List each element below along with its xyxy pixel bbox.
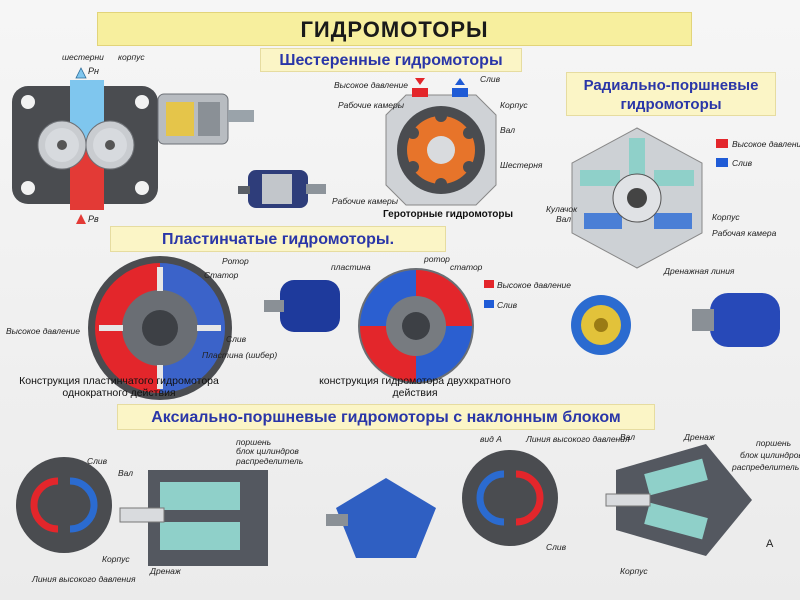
axial-left-shaft-label: Вал [118, 468, 134, 478]
radial-chamber-label: Рабочая камера [712, 228, 777, 238]
axial-right-housing-label: Корпус [620, 566, 648, 576]
page-title: ГИДРОМОТОРЫ [97, 12, 692, 46]
axial-left-port-plate [16, 457, 112, 553]
gerotor-chambers-top-label: Рабочие камеры [338, 100, 405, 110]
pv-label: Pв [88, 214, 99, 224]
axial-left-section [119, 470, 268, 566]
vane-stator-label: Статор [204, 270, 239, 280]
radial-legend-high-swatch [716, 139, 728, 148]
gerotor-port-high-icon [412, 78, 428, 97]
pn-label: Pн [88, 66, 99, 76]
gerotor-gear-label: Шестерня [500, 160, 543, 170]
axial-right-piston-label: поршень [756, 438, 792, 448]
gear-label: шестерни [62, 52, 104, 62]
axial-motor-render [326, 478, 436, 558]
radial-legend-high-label: Высокое давление [732, 139, 800, 149]
radial-drain-line-label: Дренажная линия [664, 266, 735, 276]
radial-motor-render-yellow [571, 295, 631, 355]
vane-single-caption: Конструкция пластинчатого гидромотора од… [19, 375, 219, 399]
vane-drain-label: Слив [226, 334, 247, 344]
inlet-arrow-icon [75, 67, 87, 79]
vane-double-legend-high-swatch [484, 280, 494, 288]
vane-double-diagram [358, 268, 474, 384]
axial-piston-motors-heading: Аксиально-поршневые гидромоторы с наклон… [117, 404, 655, 430]
vane-double-caption: конструкция гидромотора двухкратного дей… [319, 375, 511, 399]
axial-left-drainage-label: Дренаж [150, 566, 181, 576]
axial-left-drain-label: Слив [87, 456, 108, 466]
axial-right-block-label: блок цилиндров [740, 450, 800, 460]
gerotor-port-drain-icon [452, 78, 468, 97]
vane-motors-heading: Пластинчатые гидромоторы. [110, 226, 446, 252]
axial-right-distributor-label: распределитель [732, 462, 800, 472]
axial-left-distributor-label: распределитель [236, 456, 304, 466]
vane-double-rotor-label: ротор [424, 254, 450, 264]
gerotor-high-pressure-label: Высокое давление [334, 80, 408, 90]
vane-double-stator-label: статор [450, 262, 483, 272]
radial-piston-diagram [571, 127, 703, 269]
radial-legend-drain-label: Слив [732, 158, 753, 168]
axial-right-port-plate [462, 450, 558, 546]
axial-right-drain-label: Слив [546, 542, 567, 552]
gerotor-drain-label: Слив [480, 74, 501, 84]
vane-high-pressure-label: Высокое давление [6, 326, 80, 336]
radial-housing-label: Корпус [712, 212, 740, 222]
radial-piston-motors-heading: Радиально-поршневые гидромоторы [566, 72, 776, 116]
vane-double-legend-drain-label: Слив [497, 300, 518, 310]
gerotor-shaft-label: Вал [500, 125, 516, 135]
axial-left-high-line-label: Линия высокого давления [32, 574, 136, 584]
gear-motor-cutaway-render [157, 93, 254, 145]
gear-motor-diagram [12, 80, 158, 210]
radial-motor-render-blue [692, 293, 780, 347]
gerotor-diagram [385, 94, 497, 206]
axial-left-piston-label: поршень [236, 437, 272, 447]
outlet-arrow-icon [76, 214, 86, 224]
radial-legend-drain-swatch [716, 158, 728, 167]
housing-label: корпус [118, 52, 145, 62]
vane-motor-render [264, 280, 340, 332]
gerotor-housing-label: Корпус [500, 100, 528, 110]
gerotor-caption: Героторные гидромоторы [383, 209, 513, 220]
gerotor-chambers-bottom-label: Рабочие камеры [332, 196, 399, 206]
vane-rotor-label: Ротор [222, 256, 249, 266]
vane-plate-label: Пластина (шибер) [202, 350, 278, 360]
axial-right-shaft-label: Вал [620, 432, 636, 442]
vane-double-plate-label: пластина [331, 262, 371, 272]
axial-right-drainage-label: Дренаж [684, 432, 715, 442]
axial-right-section [605, 444, 752, 556]
vane-single-diagram [88, 256, 232, 400]
vane-double-legend-drain-swatch [484, 300, 494, 308]
axial-right-mark-a: А [766, 538, 774, 550]
axial-left-block-label: блок цилиндров [236, 446, 299, 456]
axial-left-housing-label: Корпус [102, 554, 130, 564]
vane-double-legend-high-label: Высокое давление [497, 280, 571, 290]
radial-cam-label: Кулачок [546, 204, 578, 214]
gear-motors-heading: Шестеренные гидромоторы [260, 48, 522, 72]
gear-motor-exterior-render [238, 170, 326, 208]
axial-right-high-line-label: Линия высокого давления [526, 434, 630, 444]
radial-shaft-label: Вал [556, 214, 572, 224]
axial-right-view-a-label: вид А [480, 434, 502, 444]
